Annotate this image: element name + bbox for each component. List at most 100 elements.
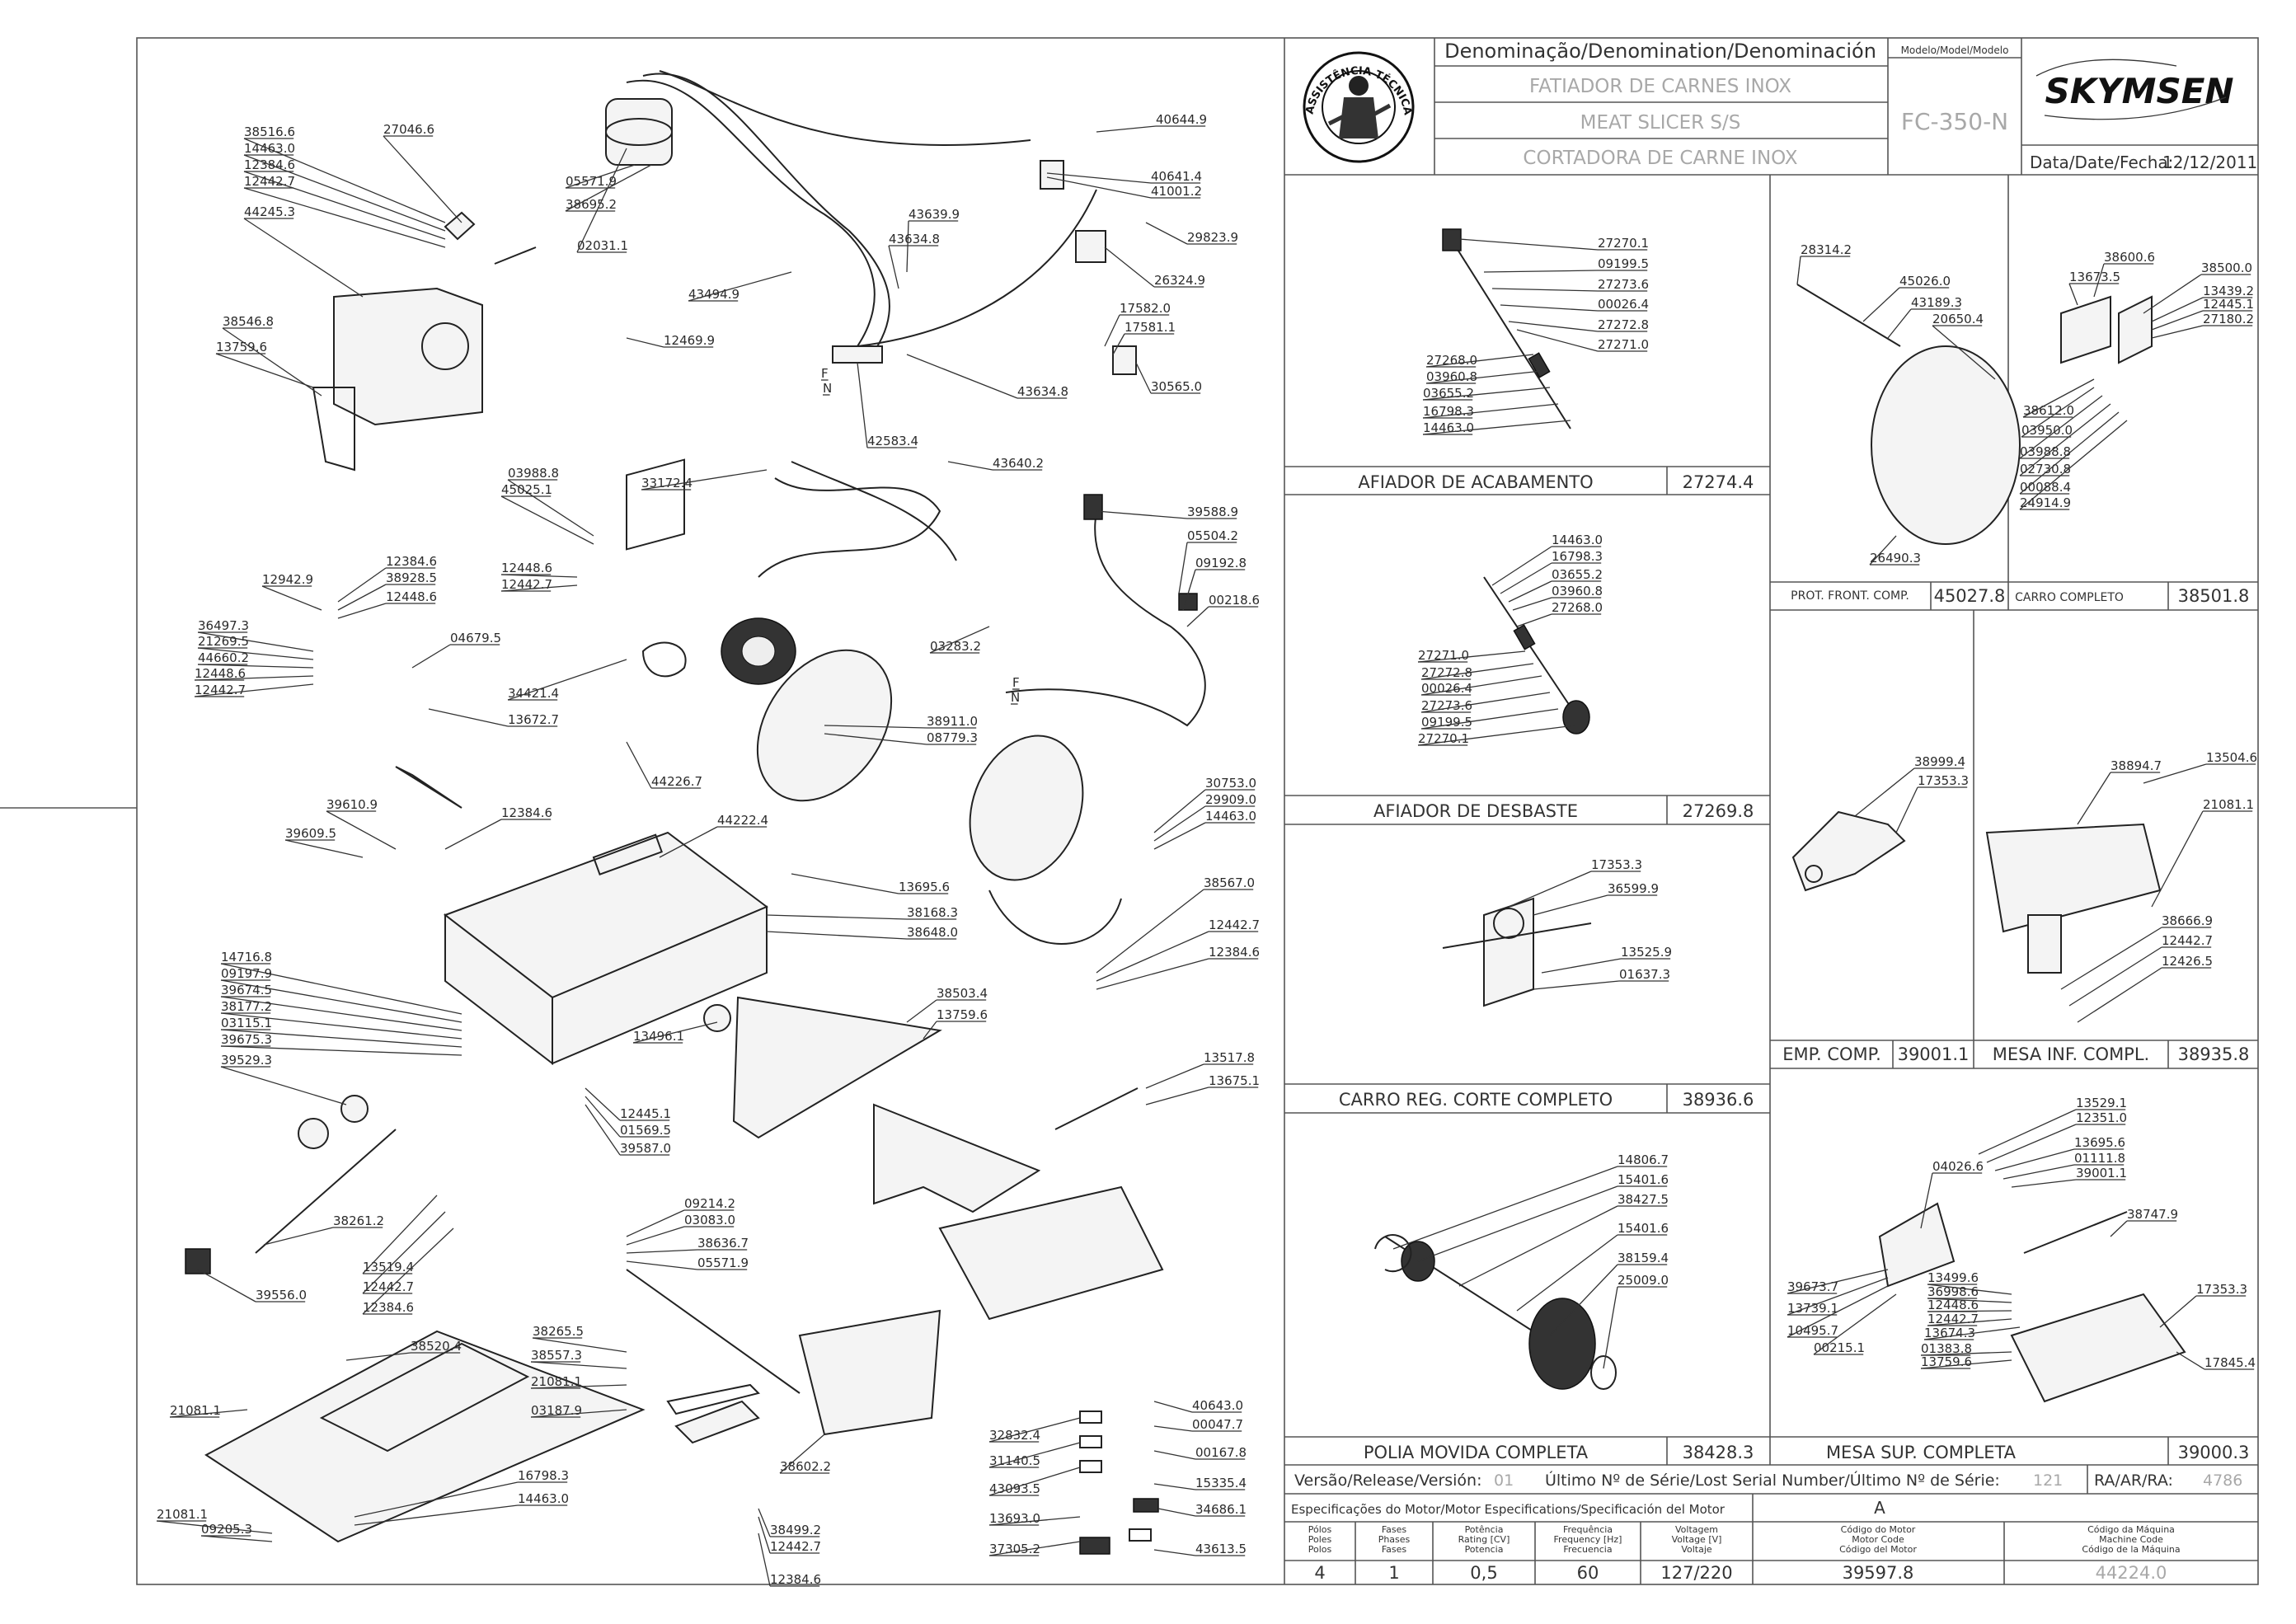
part-number-label: 36998.6 xyxy=(1927,1284,1979,1299)
leader-line xyxy=(200,1535,273,1542)
part-number-label: 43613.5 xyxy=(1195,1542,1247,1556)
motor-spec-column-label: Fases xyxy=(1382,1544,1407,1555)
part-number-label: 38928.5 xyxy=(386,570,437,585)
leader-line xyxy=(507,659,627,701)
shaft xyxy=(255,1129,397,1254)
leader-line xyxy=(1854,767,1915,817)
leader-line xyxy=(758,1532,771,1587)
part-number-label: N xyxy=(823,381,832,396)
leader-line xyxy=(197,664,314,669)
leader-line xyxy=(988,1541,1081,1556)
title-block: Denominação/Denomination/Denominación FA… xyxy=(0,0,2258,1584)
model-header: Modelo/Model/Modelo xyxy=(1901,45,2009,56)
part-number-label: 00026.4 xyxy=(1421,681,1472,696)
leader-line xyxy=(585,1096,621,1138)
part-number-label: 21081.1 xyxy=(170,1403,221,1418)
part-number-label: 09199.5 xyxy=(1598,256,1649,271)
part-number-label: 13439.2 xyxy=(2203,284,2254,298)
leader-line xyxy=(1145,1063,1204,1089)
leader-line xyxy=(345,1352,411,1361)
capacitor-board xyxy=(832,345,883,364)
subassembly-name: POLIA MOVIDA COMPLETA xyxy=(1364,1443,1589,1462)
part-number-label: 29909.0 xyxy=(1205,792,1256,807)
leader-line xyxy=(2151,297,2204,322)
part-number-label: 01111.8 xyxy=(2074,1151,2125,1166)
part-number-label: 03187.9 xyxy=(531,1403,582,1418)
part-number-label: 10495.7 xyxy=(1787,1323,1838,1338)
leader-line xyxy=(243,154,446,232)
leader-line xyxy=(1500,562,1552,594)
part-number-label: 13504.6 xyxy=(2206,750,2257,765)
leader-line xyxy=(1153,1401,1193,1413)
leader-line xyxy=(362,1211,446,1294)
date-value: 12/12/2011 xyxy=(2162,153,2257,172)
part-number-label: 39675.3 xyxy=(221,1032,272,1047)
leader-line xyxy=(2019,420,2128,510)
part-number-label: 21081.1 xyxy=(531,1374,582,1389)
subassembly-code: 39000.3 xyxy=(2178,1443,2250,1462)
part-number-label: 16798.3 xyxy=(1552,549,1603,564)
part-number-label: 27268.0 xyxy=(1552,600,1603,615)
leader-line xyxy=(1153,789,1206,833)
leader-line xyxy=(243,218,364,298)
motor-variant: A xyxy=(1874,1498,1885,1518)
leader-line xyxy=(1425,370,1542,384)
leader-line xyxy=(2077,772,2111,825)
leader-line xyxy=(197,631,314,652)
part-number-label: 12442.7 xyxy=(363,1279,414,1294)
subassembly-name: EMP. COMP. xyxy=(1782,1044,1881,1064)
leader-line xyxy=(1182,569,1196,611)
part-number-label: 14463.0 xyxy=(1552,533,1603,547)
sheet-border xyxy=(136,37,2259,1585)
leader-line xyxy=(923,1021,937,1040)
leader-line xyxy=(1046,172,1152,184)
part-number-label: 39529.3 xyxy=(221,1053,272,1068)
leader-line xyxy=(2143,274,2202,314)
part-number-label: 27270.1 xyxy=(1598,236,1649,251)
part-number-label: 34686.1 xyxy=(1195,1502,1247,1517)
part-number-label: 01383.8 xyxy=(1921,1341,1972,1356)
part-number-label: 13759.6 xyxy=(1921,1354,1972,1369)
part-number-label: 21081.1 xyxy=(2203,797,2254,812)
leader-line xyxy=(2159,1295,2197,1328)
blade-ring xyxy=(988,889,1122,945)
part-number-label: 12384.6 xyxy=(1209,945,1260,960)
part-number-label: 12442.7 xyxy=(501,577,552,592)
carriage-complete-sketch xyxy=(2060,295,2153,364)
leader-line xyxy=(1153,805,1206,842)
motor-spec-column-label: Voltage [V] xyxy=(1672,1534,1722,1545)
part-number-label: 00218.6 xyxy=(1209,593,1260,608)
name-en: MEAT SLICER S/S xyxy=(1580,112,1741,134)
leader-line xyxy=(220,963,462,1015)
part-number-label: 17353.3 xyxy=(1591,857,1642,872)
part-number-label: 12442.7 xyxy=(770,1539,821,1554)
leader-line xyxy=(626,1209,685,1237)
date-label: Data/Date/Fecha: xyxy=(2030,153,2173,172)
subassembly-grid: AFIADOR DE ACABAMENTO 27274.4 AFIADOR DE… xyxy=(1284,175,2258,1466)
main-exploded-view xyxy=(185,70,1206,1555)
leader-line xyxy=(532,1337,627,1353)
part-number-label: 21269.5 xyxy=(198,634,249,649)
carriage xyxy=(873,1087,1164,1321)
part-number-label: 40641.4 xyxy=(1151,169,1202,184)
part-number-label: 09214.2 xyxy=(684,1196,735,1211)
machine-base xyxy=(443,831,768,1066)
leader-line xyxy=(337,603,387,619)
leader-line xyxy=(2068,283,2078,306)
leader-line xyxy=(766,914,908,920)
part-number-label: 38516.6 xyxy=(244,124,295,139)
leader-line xyxy=(659,826,718,858)
part-number-label: 33172.4 xyxy=(641,476,693,490)
subassembly-name: MESA INF. COMPL. xyxy=(1993,1044,2149,1064)
part-number-label: 12442.7 xyxy=(244,174,295,189)
part-number-label: 38695.2 xyxy=(566,197,617,212)
part-number-label: 43639.9 xyxy=(909,207,960,222)
leader-line xyxy=(1862,287,1900,322)
leader-line xyxy=(1112,333,1125,355)
leader-line xyxy=(626,1226,685,1246)
leader-line xyxy=(766,931,908,940)
part-number-label: 14463.0 xyxy=(1205,809,1256,824)
bottom-plate xyxy=(204,1330,646,1543)
subassembly-code: 38935.8 xyxy=(2178,1044,2250,1064)
leader-line xyxy=(824,733,927,745)
